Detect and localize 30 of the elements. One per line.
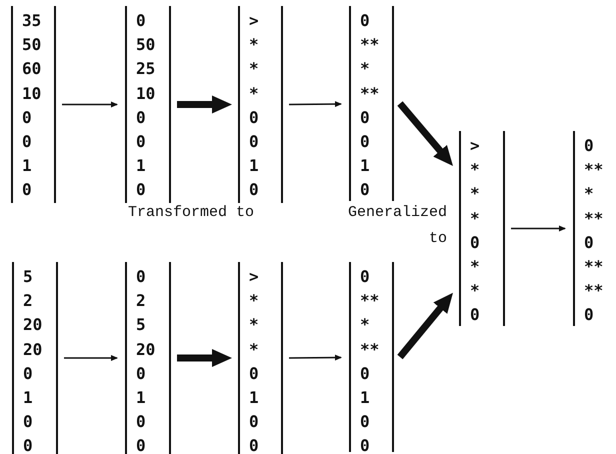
arrow xyxy=(289,101,342,108)
arrow xyxy=(397,292,453,360)
vector-values: > * * * 0 * * 0 xyxy=(470,135,481,326)
vector-values: > * * * 0 0 1 0 xyxy=(249,10,260,202)
arrow xyxy=(62,102,118,108)
vector-values: 0 ** * ** 0 0 1 0 xyxy=(360,10,380,202)
vector-values: 0 ** * ** 0 ** ** 0 xyxy=(584,135,604,326)
vector xyxy=(349,262,394,452)
caption-text: Generalized to xyxy=(346,203,447,249)
caption-text: Transformed to xyxy=(128,203,256,223)
vector-values: 0 2 5 20 0 1 0 0 xyxy=(136,266,156,454)
vector-values: 35 50 60 10 0 0 1 0 xyxy=(22,10,42,202)
vector xyxy=(459,131,505,326)
arrow xyxy=(177,349,232,367)
arrow xyxy=(64,355,118,361)
vector xyxy=(238,262,283,454)
vector xyxy=(125,6,171,203)
vector-values: 0 ** * ** 0 1 0 0 xyxy=(360,266,380,454)
vector xyxy=(349,6,394,201)
arrow xyxy=(289,354,342,361)
arrow xyxy=(397,101,453,166)
vector xyxy=(125,262,171,454)
arrow xyxy=(511,226,566,232)
arrow xyxy=(177,96,232,114)
vector-values: > * * * 0 1 0 0 xyxy=(249,266,260,454)
vector xyxy=(12,262,58,454)
vector xyxy=(11,6,56,203)
vector-values: 5 2 20 20 0 1 0 0 xyxy=(23,266,44,454)
vector xyxy=(238,6,283,203)
vector-values: 0 50 25 10 0 0 1 0 xyxy=(136,10,156,202)
